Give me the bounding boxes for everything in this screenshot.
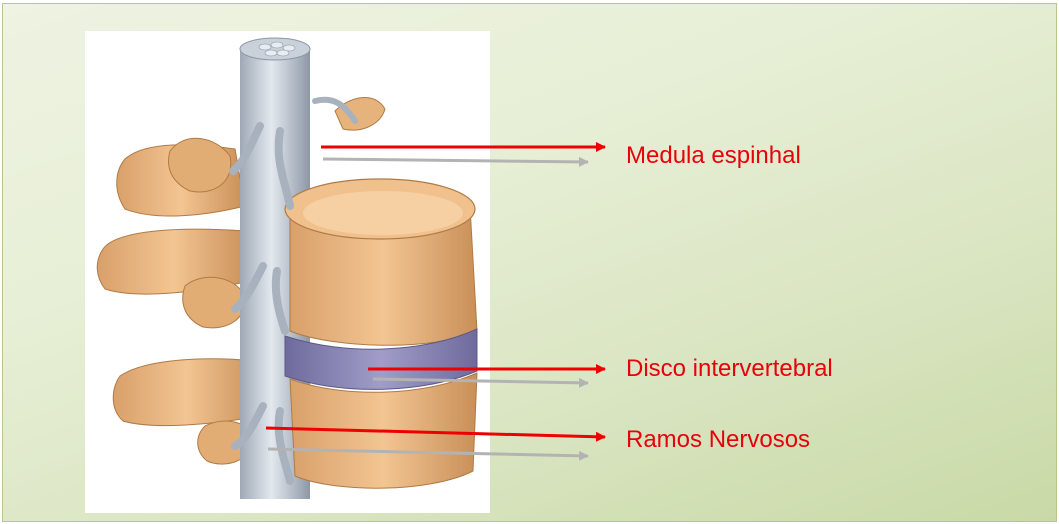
label-nerve-branches: Ramos Nervosos: [626, 426, 810, 454]
arrow-shadow-disc: [373, 379, 588, 383]
arrow-nerves: [266, 428, 605, 437]
label-spinal-cord: Medula espinhal: [626, 142, 801, 170]
arrow-shadow-nerves: [268, 449, 588, 456]
diagram-panel: Medula espinhal Disco intervertebral Ram…: [2, 3, 1057, 522]
label-intervertebral-disc: Disco intervertebral: [626, 355, 833, 383]
arrow-shadow-spinal-cord: [323, 159, 588, 162]
pointer-arrows: [3, 4, 1056, 521]
